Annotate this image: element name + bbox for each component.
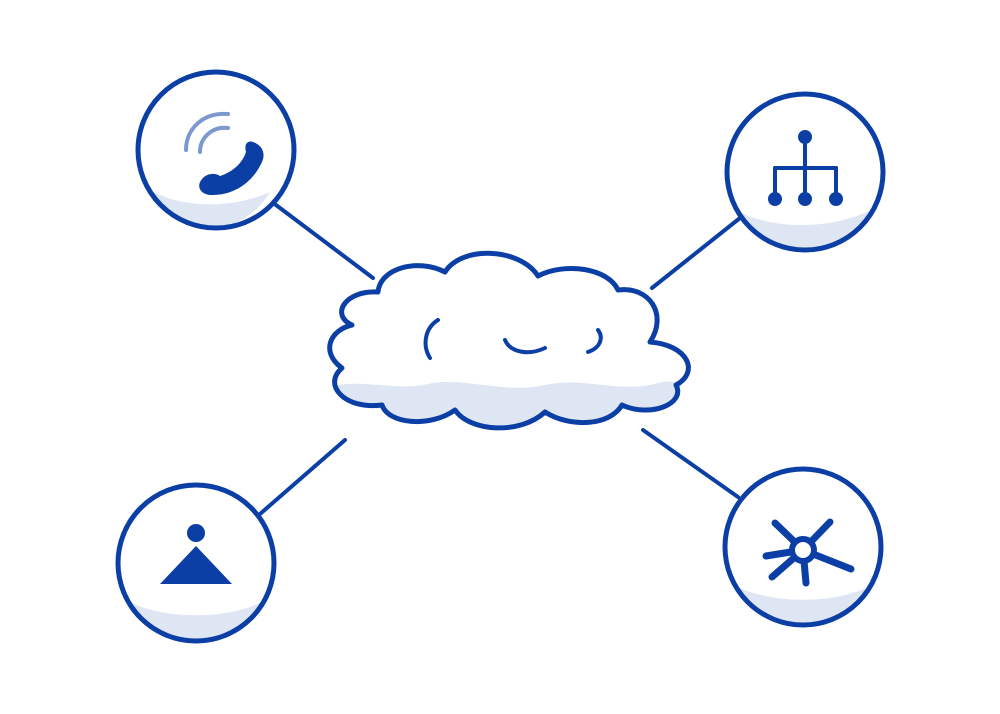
- connector-bottom-left: [258, 438, 347, 516]
- user-body: [160, 546, 232, 584]
- connectors: [258, 203, 742, 516]
- phone-handset: [199, 141, 264, 196]
- node-outline: [724, 91, 886, 253]
- connector-top-right: [650, 216, 742, 290]
- network-hierarchy-icon: [768, 130, 843, 206]
- node-outline: [115, 482, 277, 644]
- hierarchy-leaf-right: [829, 192, 843, 206]
- node-outline: [722, 466, 884, 628]
- cloud-icon: [327, 250, 691, 431]
- phone-signal-outer: [184, 111, 230, 152]
- phone-signal-inner: [198, 125, 230, 154]
- node-outline: [135, 69, 297, 231]
- cloud-detail-right: [586, 328, 603, 354]
- node-top-left: [135, 69, 297, 231]
- node-bottom-right: [722, 466, 884, 628]
- node-top-right: [724, 91, 886, 253]
- connector-bottom-right: [641, 428, 740, 499]
- user-head: [187, 524, 205, 542]
- hierarchy-leaf-left: [768, 192, 782, 206]
- cloud-detail-left: [423, 318, 440, 360]
- cloud-shading: [336, 381, 681, 428]
- hierarchy-leaf-middle: [798, 192, 812, 206]
- hub-icon: [762, 518, 855, 587]
- node-circle: [138, 72, 294, 228]
- cloud-body: [329, 253, 689, 428]
- cloud-outline: [327, 250, 691, 431]
- hub-center-ring: [789, 536, 817, 564]
- node-bottom-left: [115, 482, 277, 644]
- hierarchy-top-node: [798, 130, 812, 144]
- cloud-node: [327, 250, 691, 431]
- phone-icon: [184, 111, 264, 196]
- user-icon: [160, 524, 232, 584]
- connector-top-left: [274, 203, 375, 280]
- cloud-detail-middle: [503, 338, 547, 355]
